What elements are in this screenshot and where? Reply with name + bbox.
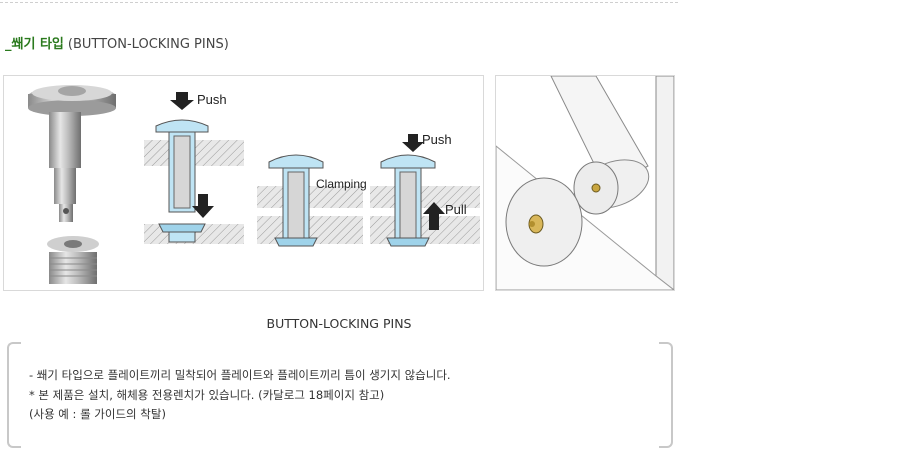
label-clamping: Clamping <box>316 177 367 191</box>
note-line: * 본 제품은 설치, 해체용 전용렌치가 있습니다. (카달로그 18페이지 … <box>29 386 451 406</box>
diagram-push-pull: Push Pull <box>370 132 480 246</box>
label-push-2: Push <box>422 132 452 147</box>
notes-list: - 쐐기 타입으로 플레이트끼리 밀착되어 플레이트와 플레이트끼리 틈이 생기… <box>29 366 451 425</box>
section-title-en: (BUTTON-LOCKING PINS) <box>68 37 229 52</box>
diagram-push: Push <box>144 92 244 244</box>
roll-guide-illustration <box>496 76 674 290</box>
product-photo <box>28 85 116 284</box>
notes-box: - 쐐기 타입으로 플레이트끼리 밀착되어 플레이트와 플레이트끼리 틈이 생기… <box>7 342 673 448</box>
mechanism-illustration: Push Clamping Push Pull <box>4 76 483 290</box>
diagram-clamping: Clamping <box>257 155 367 246</box>
note-line: - 쐐기 타입으로 플레이트끼리 밀착되어 플레이트와 플레이트끼리 틈이 생기… <box>29 366 451 386</box>
label-pull: Pull <box>445 202 467 217</box>
section-title-ko: _쐐기 타입 <box>5 37 64 52</box>
label-push-1: Push <box>197 92 227 107</box>
usage-panel <box>495 75 675 291</box>
top-divider <box>0 2 678 3</box>
figure-caption: BUTTON-LOCKING PINS <box>0 316 678 331</box>
section-title: _쐐기 타입 (BUTTON-LOCKING PINS) <box>5 33 229 52</box>
notes-bracket-right <box>659 342 673 448</box>
mechanism-panel: Push Clamping Push Pull <box>3 75 484 291</box>
note-line: (사용 예 : 롤 가이드의 착탈) <box>29 405 451 425</box>
notes-bracket-left <box>7 342 21 448</box>
